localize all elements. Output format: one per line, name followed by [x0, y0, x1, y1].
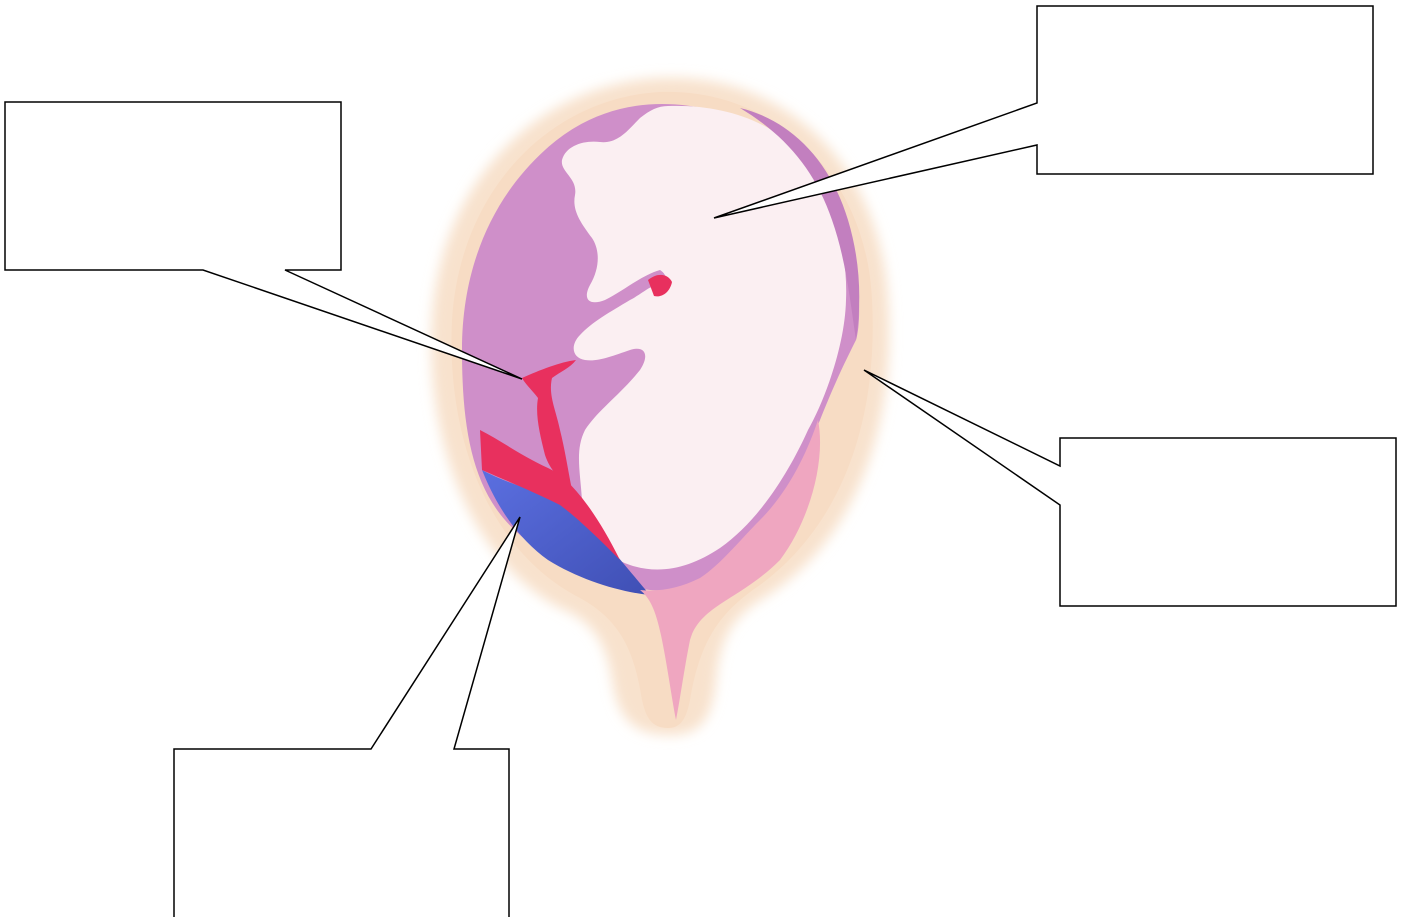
- callout-top-right-bubble: [714, 6, 1373, 218]
- callout-bottom-left-bubble: [174, 517, 520, 917]
- callout-bottom-left[interactable]: [174, 517, 520, 917]
- callout-right-bubble: [864, 370, 1396, 606]
- callout-right[interactable]: [864, 370, 1396, 606]
- callout-top-right[interactable]: [714, 6, 1373, 218]
